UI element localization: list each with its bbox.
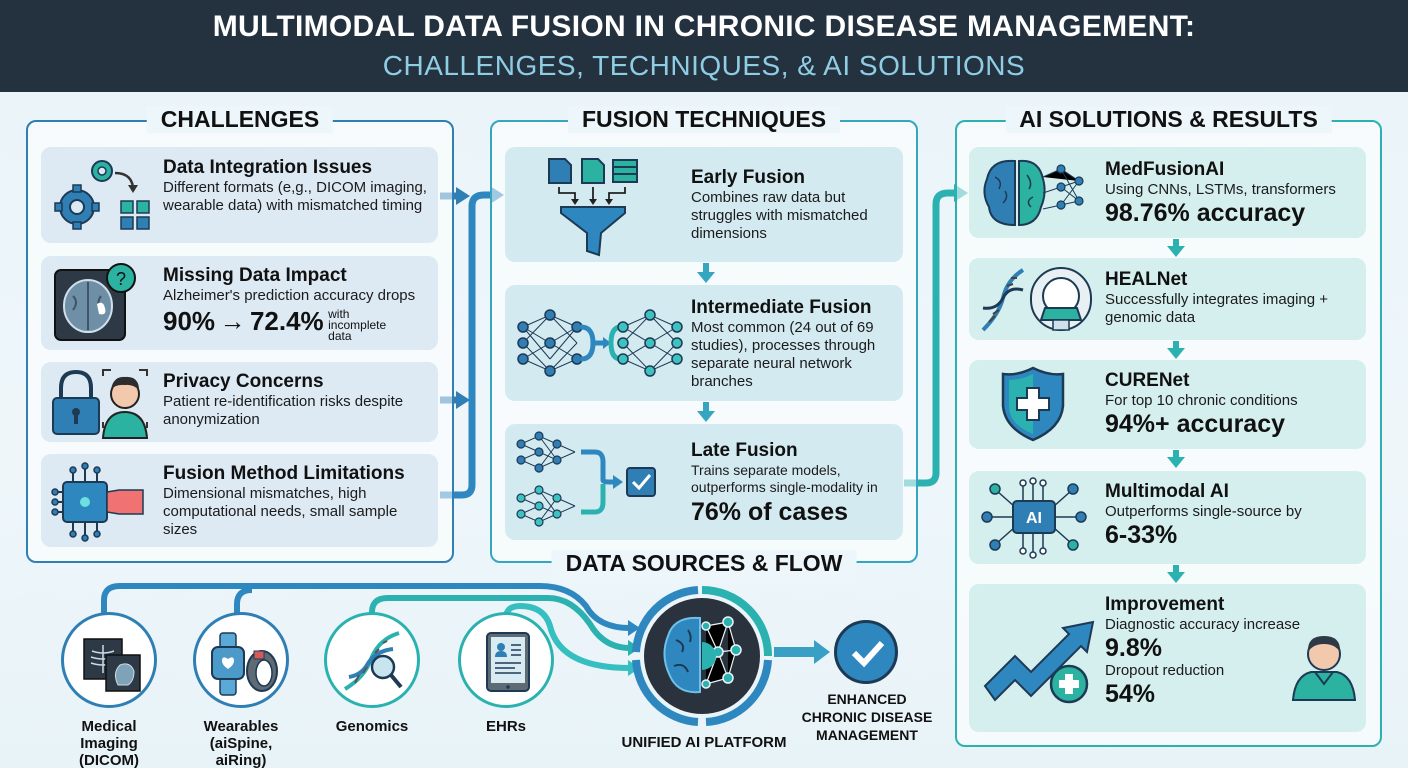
late-fusion-stat: 76% of cases [691, 498, 849, 526]
outcome-check-icon [834, 620, 898, 684]
header-banner: MULTIMODAL DATA FUSION IN CHRONIC DISEAS… [0, 0, 1408, 92]
ai-solution-title: MedFusionAI [1105, 159, 1225, 180]
clinician-avatar-icon [1291, 636, 1357, 701]
dna-mri-scanner-icon [981, 267, 1092, 332]
fusion-card-early: Early Fusion Combines raw data but strug… [505, 147, 903, 262]
ai-card-medfusionai: MedFusionAI Using CNNs, LSTMs, transform… [969, 147, 1366, 238]
ai-solution-title: CURENet [1105, 370, 1190, 391]
fusion-technique-desc: Most common (24 out of 69 studies), proc… [691, 319, 876, 390]
dna-magnifier-icon [343, 631, 403, 691]
ai-solution-desc: Using CNNs, LSTMs, transformers [1105, 181, 1336, 198]
flow-arrow-stem [1173, 341, 1179, 349]
gears-data-blocks-icon [54, 160, 150, 230]
fusion-technique-title: Early Fusion [691, 167, 806, 188]
fusion-technique-desc: Combines raw data but struggles with mis… [691, 189, 868, 242]
data-sources-flow-title: DATA SOURCES & FLOW [551, 550, 857, 577]
files-funnel-icon [548, 158, 638, 257]
ai-solution-stat: 6-33% [1105, 521, 1178, 549]
data-source-label: EHRs [485, 718, 526, 735]
ai-chip-icon: AI [981, 477, 1087, 559]
data-source-label: Genomics [335, 718, 409, 735]
ai-solution-title: Improvement [1105, 594, 1225, 615]
arrow-down-icon [1167, 457, 1185, 468]
data-source-label: Medical Imaging (DICOM) [79, 718, 139, 768]
challenge-desc: Dimensional mismatches, high computation… [163, 485, 398, 538]
circuit-chip-icon [51, 462, 144, 542]
accuracy-after: 72.4% [249, 306, 324, 336]
flow-arrow-stem [703, 263, 709, 273]
ai-card-curenet: CURENet For top 10 chronic conditions 94… [969, 360, 1366, 449]
ai-solution-stat: 98.76% accuracy [1105, 199, 1306, 227]
challenges-title: CHALLENGES [146, 106, 334, 133]
challenge-card-missing-data: ? Missing Data Impact Alzheimer's predic… [41, 256, 438, 350]
arrow-glyph: → [219, 306, 246, 336]
networks-to-checkbox-icon [516, 431, 656, 527]
fusion-card-intermediate: Intermediate Fusion Most common (24 out … [505, 285, 903, 401]
flow-arrow-stem [1173, 565, 1179, 573]
svg-text:AI: AI [1026, 510, 1042, 527]
arrow-down-icon [1167, 246, 1185, 257]
arrow-down-icon [1167, 348, 1185, 359]
svg-text:?: ? [116, 269, 126, 289]
fusion-title: FUSION TECHNIQUES [567, 106, 841, 133]
ai-solution-desc: Successfully integrates imaging + genomi… [1105, 291, 1329, 326]
brain-network-icon [983, 159, 1084, 227]
data-source-wearables: Wearables (aiSpine, aiRing) [186, 612, 296, 768]
dropout-reduction-stat: 54% [1105, 680, 1156, 708]
ai-card-multimodal-ai: AI Multimodal AI Outperforms single-sour… [969, 471, 1366, 564]
fusion-card-late: Late Fusion Trains separate models, outp… [505, 424, 903, 540]
challenge-title: Data Integration Issues [163, 157, 373, 178]
lock-face-scan-icon [52, 369, 149, 439]
shield-cross-icon [1001, 366, 1065, 442]
data-source-genomics: Genomics [320, 612, 424, 735]
ai-solution-desc: For top 10 chronic conditions [1105, 392, 1298, 409]
ai-solution-title: Multimodal AI [1105, 481, 1229, 502]
fusion-technique-desc: Trains separate models, outperforms sing… [691, 462, 878, 495]
ai-card-healnet: HEALNet Successfully integrates imaging … [969, 258, 1366, 340]
diagnostic-accuracy-stat: 9.8% [1105, 634, 1162, 662]
data-source-ehrs: EHRs [454, 612, 558, 735]
challenge-card-fusion-limits: Fusion Method Limitations Dimensional mi… [41, 454, 438, 547]
challenge-card-data-integration: Data Integration Issues Different format… [41, 147, 438, 243]
challenge-card-privacy: Privacy Concerns Patient re-identificati… [41, 362, 438, 442]
brain-network-platform-icon [632, 586, 772, 726]
checkmark-icon [851, 640, 885, 668]
unified-ai-platform-label: UNIFIED AI PLATFORM [621, 734, 787, 751]
smartwatch-ring-icon [211, 632, 278, 696]
arrow-down-icon [1167, 572, 1185, 583]
challenge-desc: Alzheimer's prediction accuracy drops [163, 287, 416, 304]
arrow-down-icon [697, 411, 715, 422]
ai-solution-title: HEALNet [1105, 269, 1188, 290]
accuracy-note: with incomplete data [328, 307, 387, 344]
flow-arrow-stem [1173, 239, 1179, 247]
brain-scan-question-icon: ? [54, 263, 136, 341]
arrow-down-icon [697, 272, 715, 283]
challenge-title: Fusion Method Limitations [163, 463, 405, 484]
flow-arrow-stem [703, 402, 709, 412]
tablet-record-icon [486, 632, 530, 692]
ai-card-improvement: Improvement Diagnostic accuracy increase… [969, 584, 1366, 732]
data-source-label: Wearables (aiSpine, aiRing) [203, 718, 279, 768]
outcome-label: ENHANCED CHRONIC DISEASE MANAGEMENT [801, 691, 933, 743]
page-title: MULTIMODAL DATA FUSION IN CHRONIC DISEAS… [212, 10, 1196, 43]
dropout-reduction-label: Dropout reduction [1105, 662, 1225, 679]
flow-arrow-stem [1173, 450, 1179, 458]
challenge-desc: Patient re-identification risks despite … [163, 393, 404, 428]
challenge-title: Missing Data Impact [163, 265, 347, 286]
page-subtitle: CHALLENGES, TECHNIQUES, & AI SOLUTIONS [382, 50, 1026, 81]
fusion-technique-title: Intermediate Fusion [691, 297, 872, 318]
data-source-medical-imaging: Medical Imaging (DICOM) [54, 612, 164, 768]
ai-solution-stat: 94%+ accuracy [1105, 410, 1286, 438]
ai-solutions-title: AI SOLUTIONS & RESULTS [1005, 106, 1332, 133]
neural-networks-merge-icon [517, 309, 683, 377]
fusion-technique-title: Late Fusion [691, 440, 798, 461]
unified-ai-platform [632, 586, 772, 726]
challenge-title: Privacy Concerns [163, 371, 324, 392]
accuracy-before: 90% [163, 306, 216, 336]
diagnostic-accuracy-label: Diagnostic accuracy increase [1105, 616, 1301, 633]
challenge-desc: Different formats (e,g., DICOM imaging, … [163, 179, 427, 214]
trend-up-arrow-icon [983, 620, 1095, 704]
xray-mri-icon [83, 638, 141, 692]
ai-solution-desc: Outperforms single-source by [1105, 503, 1302, 520]
